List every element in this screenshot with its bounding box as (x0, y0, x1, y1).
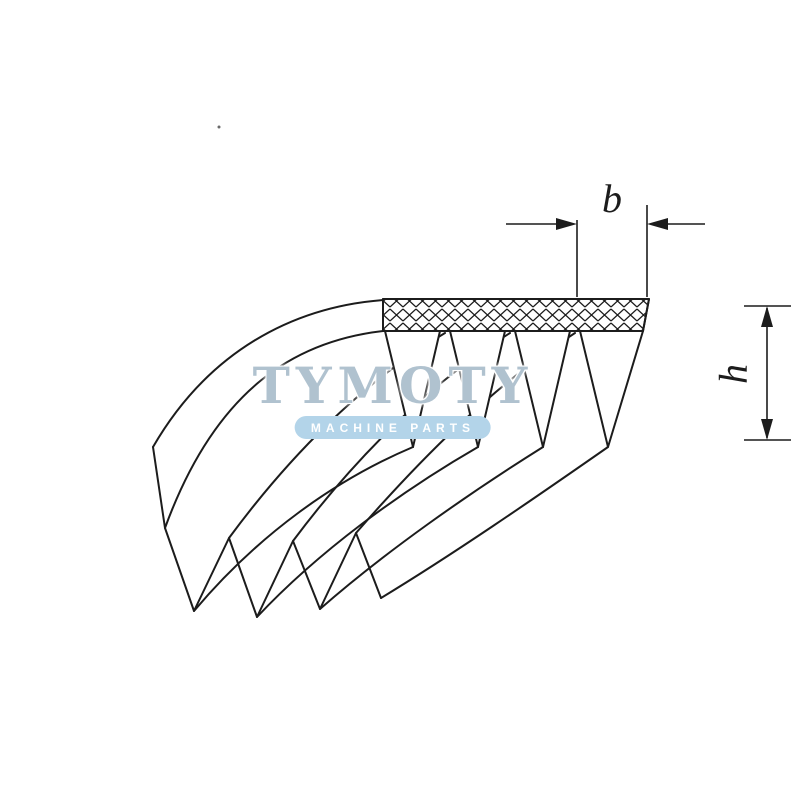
rib-ridge-curve-2 (256, 446, 479, 618)
rib-ridge-curve-1 (193, 446, 414, 612)
height-dimension-label: h (711, 364, 756, 384)
belt-left-end-outline (152, 446, 382, 618)
belt-band-bottom-curve (164, 330, 384, 529)
hatch-band (382, 298, 650, 332)
width-arrowhead-right-icon (647, 218, 668, 230)
belt-top-edge-curve (152, 299, 384, 448)
height-arrowhead-top-icon (761, 306, 773, 327)
belt-front-silhouette-curve (380, 446, 609, 599)
width-dimension-label: b (602, 176, 622, 221)
width-dimension: b (506, 176, 705, 297)
height-dimension: h (711, 305, 791, 441)
rib-ridge-curve-3 (319, 446, 544, 610)
height-arrowhead-bottom-icon (761, 419, 773, 440)
width-arrowhead-left-icon (556, 218, 577, 230)
speck (217, 125, 221, 129)
belt-end-face (382, 298, 650, 448)
